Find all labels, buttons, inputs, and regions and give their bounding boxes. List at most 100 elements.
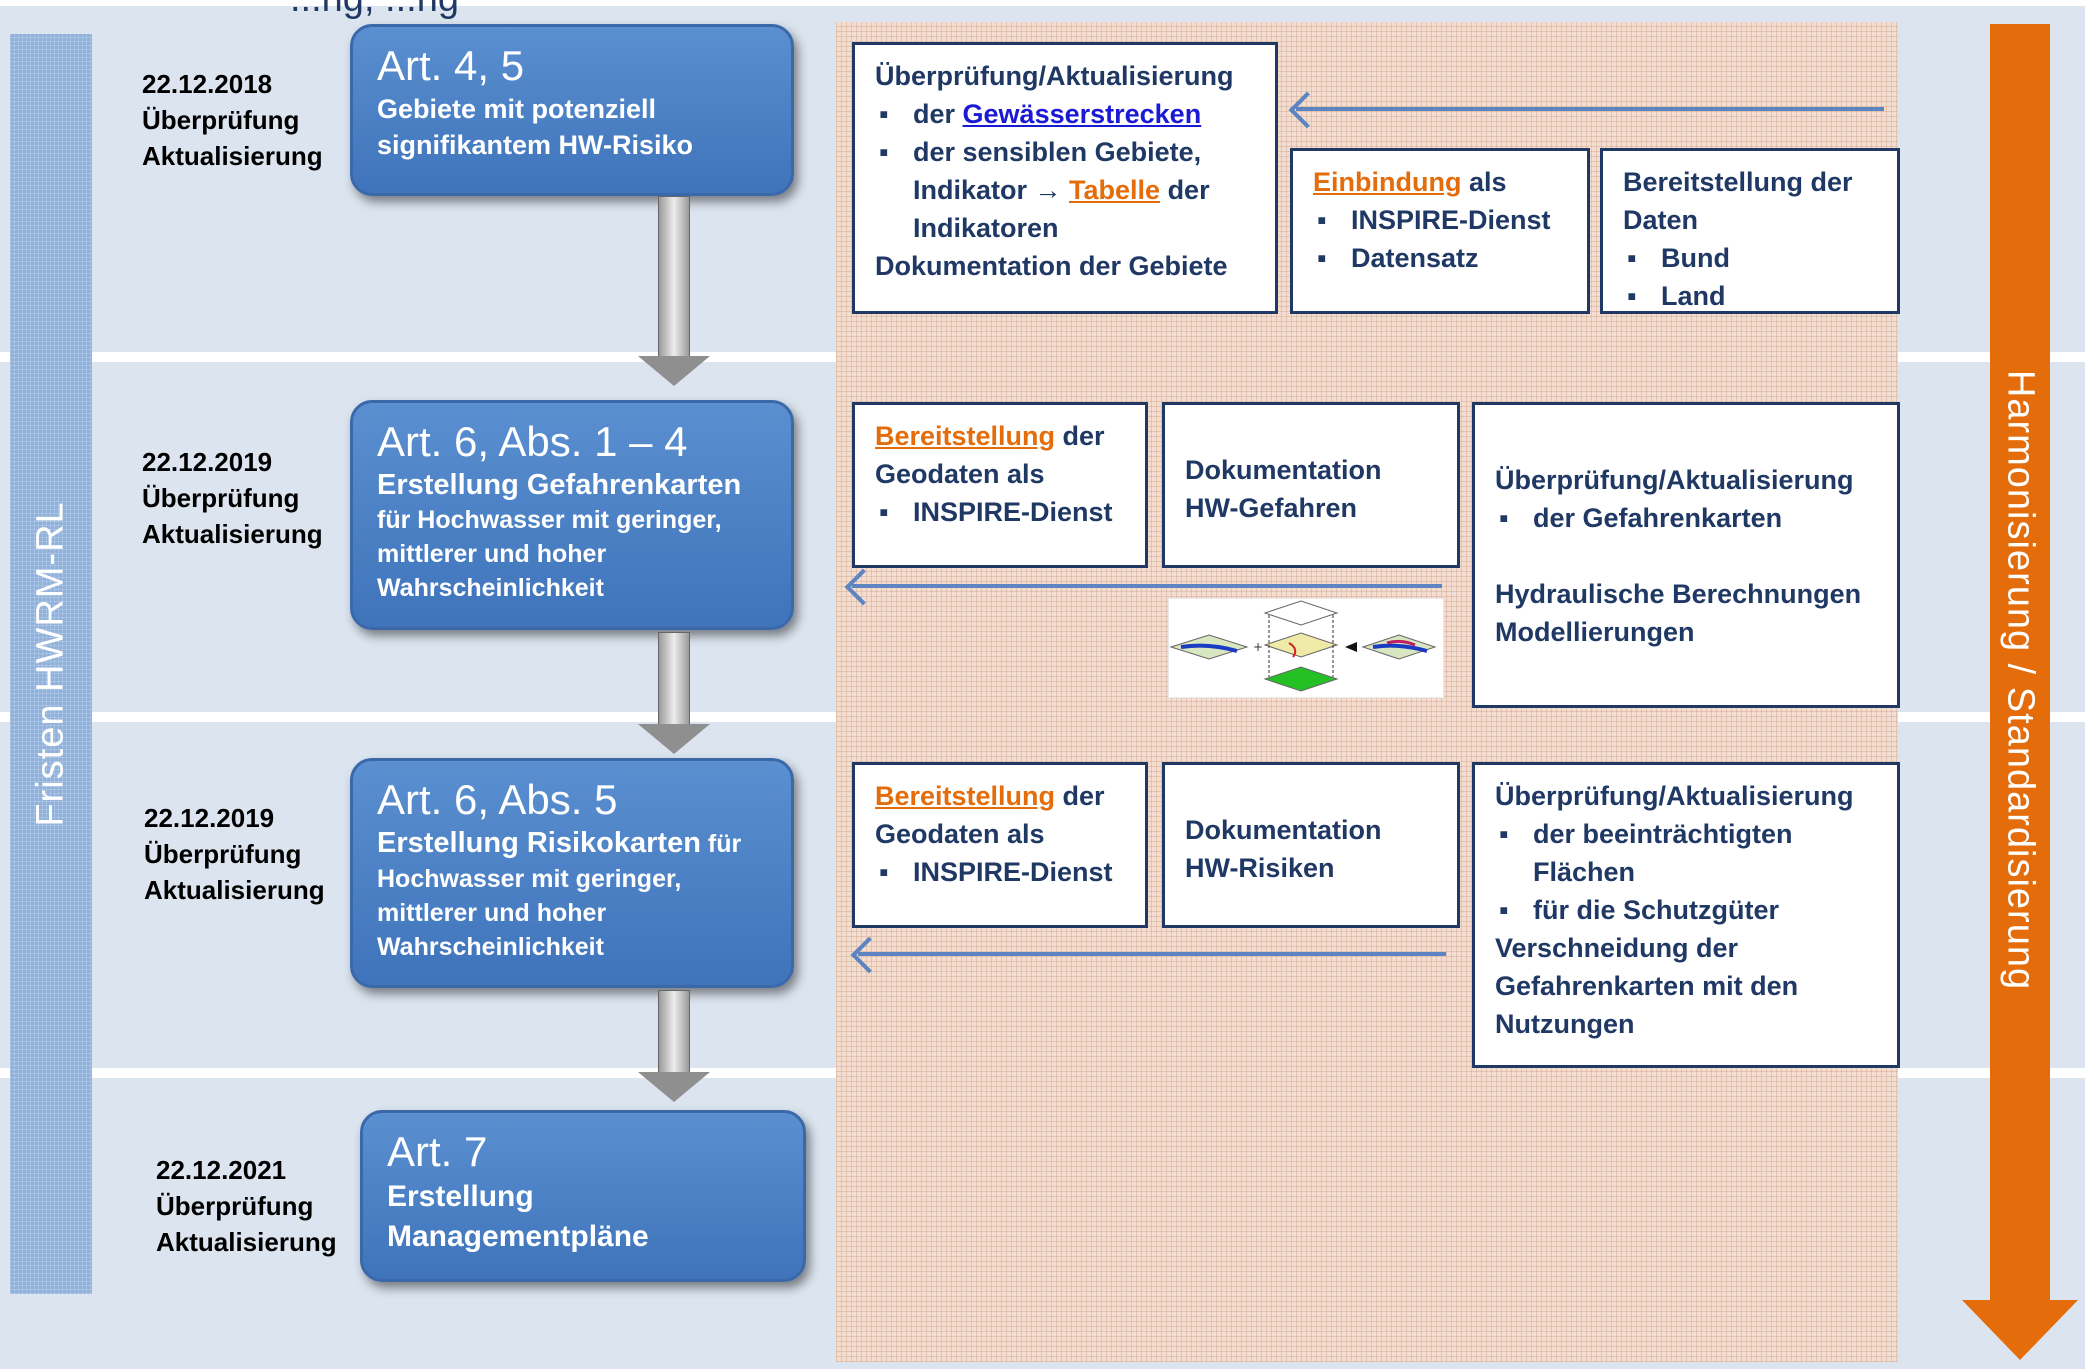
date-row-4: 22.12.2021 Überprüfung Aktualisierung xyxy=(156,1152,337,1260)
date-line-1: Überprüfung xyxy=(142,483,300,513)
harmonisierung-arrow xyxy=(1990,24,2050,1304)
fristen-label: Fristen HWRM-RL xyxy=(29,501,72,827)
box-line-1: Dokumentation xyxy=(1185,455,1382,485)
box-text: der xyxy=(1055,781,1105,811)
bereitstellung-link[interactable]: Bereitstellung xyxy=(875,781,1056,811)
bullet-text-2: Indikator → xyxy=(913,175,1070,205)
bullet-text: der beeinträchtigten xyxy=(1533,819,1793,849)
bullet-inspire: INSPIRE-Dienst xyxy=(1313,201,1567,239)
date-line-1: Überprüfung xyxy=(144,839,302,869)
box-line-4: Modellierungen xyxy=(1495,617,1695,647)
left-arrow-row-3 xyxy=(850,936,1446,974)
date-row-1: 22.12.2018 Überprüfung Aktualisierung xyxy=(142,66,323,174)
box-line-6: Nutzungen xyxy=(1495,1009,1635,1039)
bullet-flaechen: der beeinträchtigten Flächen xyxy=(1495,815,1877,891)
box-line-4: Verschneidung der xyxy=(1495,933,1739,963)
box-r1-pruefung: Überprüfung/Aktualisierung der Gewässers… xyxy=(852,42,1278,314)
bullet-text-3: der xyxy=(1160,175,1210,205)
date-line-2: Aktualisierung xyxy=(142,519,323,549)
bullet-text-4: Indikatoren xyxy=(913,213,1059,243)
bullet-text: der sensiblen Gebiete, xyxy=(913,137,1202,167)
box-line-1: Dokumentation xyxy=(1185,815,1382,845)
bereitstellung-link[interactable]: Bereitstellung xyxy=(875,421,1056,451)
bullet-inspire: INSPIRE-Dienst xyxy=(875,853,1125,891)
box-text: der xyxy=(1055,421,1105,451)
box-line-2: Geodaten als xyxy=(875,459,1045,489)
box-r1-bereitstellung: Bereitstellung der Daten Bund Land xyxy=(1600,148,1900,315)
date-line-2: Aktualisierung xyxy=(142,141,323,171)
box-r2-bereitstellung: Bereitstellung der Geodaten als INSPIRE-… xyxy=(852,402,1148,568)
box-line-5: Gefahrenkarten mit den xyxy=(1495,971,1799,1001)
art-desc-1: Erstellung xyxy=(387,1180,534,1213)
art-heading: Art. 7 xyxy=(387,1128,488,1175)
art-box-row-2: Art. 6, Abs. 1 – 4 Erstellung Gefahrenka… xyxy=(350,400,794,630)
date-value: 22.12.2019 xyxy=(144,803,275,833)
art-desc-small: für xyxy=(700,830,742,858)
art-box-row-1: Art. 4, 5 Gebiete mit potenziell signifi… xyxy=(350,24,794,196)
art-desc-bold: Erstellung Gefahrenkarten xyxy=(377,469,742,501)
art-desc-2: Managementpläne xyxy=(387,1220,649,1253)
box-r1-einbindung: Einbindung als INSPIRE-Dienst Datensatz xyxy=(1290,148,1590,314)
box-r2-pruefung: Überprüfung/Aktualisierung der Gefahrenk… xyxy=(1472,402,1900,708)
art-desc-2: für Hochwasser mit geringer, xyxy=(377,506,722,534)
bullet-gewaesser: der Gewässerstrecken xyxy=(875,95,1255,133)
art-heading: Art. 6, Abs. 5 xyxy=(377,776,618,823)
box-r2-dokumentation: Dokumentation HW-Gefahren xyxy=(1162,402,1460,568)
art-heading: Art. 6, Abs. 1 – 4 xyxy=(377,418,688,465)
box-r3-dokumentation: Dokumentation HW-Risiken xyxy=(1162,762,1460,928)
art-box-row-4: Art. 7 Erstellung Managementpläne xyxy=(360,1110,806,1282)
harmonisierung-label: Harmonisierung / Standardisierung xyxy=(1999,369,2042,991)
fristen-strip xyxy=(10,34,92,1294)
bullet-gefahrenkarten: der Gefahrenkarten xyxy=(1495,499,1877,537)
date-value: 22.12.2018 xyxy=(142,69,273,99)
date-line-1: Überprüfung xyxy=(156,1191,314,1221)
svg-text:+: + xyxy=(1253,640,1263,654)
bullet-text: der xyxy=(913,99,963,129)
bullet-datensatz: Datensatz xyxy=(1313,239,1567,277)
art-desc-4: Wahrscheinlichkeit xyxy=(377,574,604,602)
left-arrow-row-2 xyxy=(844,568,1442,606)
date-value: 22.12.2021 xyxy=(156,1155,287,1185)
box-line-2: Daten xyxy=(1623,205,1699,235)
harmonisierung-arrow-head xyxy=(1962,1300,2078,1360)
box-r3-pruefung: Überprüfung/Aktualisierung der beeinträc… xyxy=(1472,762,1900,1068)
left-arrow-row-1 xyxy=(1288,91,1884,129)
art-desc-bold: Erstellung Risikokarten xyxy=(377,827,701,859)
box-line-2: HW-Risiken xyxy=(1185,853,1335,883)
art-desc-2: signifikantem HW-Risiko xyxy=(377,130,693,160)
box-line-1: Bereitstellung der xyxy=(1623,167,1853,197)
date-line-2: Aktualisierung xyxy=(144,875,325,905)
bullet-schutzgueter: für die Schutzgüter xyxy=(1495,891,1877,929)
art-desc-2: Hochwasser mit geringer, xyxy=(377,865,682,893)
art-desc-4: Wahrscheinlichkeit xyxy=(377,933,604,961)
box-title: Überprüfung/Aktualisierung xyxy=(1495,465,1854,495)
map-overlay-diagram: + xyxy=(1168,598,1444,698)
date-line-2: Aktualisierung xyxy=(156,1227,337,1257)
bullet-inspire: INSPIRE-Dienst xyxy=(875,493,1125,531)
box-line-3: Hydraulische Berechnungen xyxy=(1495,579,1862,609)
date-value: 22.12.2019 xyxy=(142,447,273,477)
box-text: als xyxy=(1461,167,1507,197)
date-line-1: Überprüfung xyxy=(142,105,300,135)
date-row-3: 22.12.2019 Überprüfung Aktualisierung xyxy=(144,800,325,908)
art-box-row-3: Art. 6, Abs. 5 Erstellung Risikokarten f… xyxy=(350,758,794,988)
bullet-land: Land xyxy=(1623,277,1877,315)
box-title: Überprüfung/Aktualisierung xyxy=(875,61,1234,91)
tabelle-link[interactable]: Tabelle xyxy=(1069,175,1161,205)
box-title: Überprüfung/Aktualisierung xyxy=(1495,781,1854,811)
art-heading: Art. 4, 5 xyxy=(377,42,525,89)
einbindung-link[interactable]: Einbindung xyxy=(1313,167,1462,197)
box-line-2: Geodaten als xyxy=(875,819,1045,849)
bullet-text-2: Flächen xyxy=(1533,857,1636,887)
box-footer: Dokumentation der Gebiete xyxy=(875,251,1228,281)
box-r3-bereitstellung: Bereitstellung der Geodaten als INSPIRE-… xyxy=(852,762,1148,928)
art-desc-3: mittlerer und hoher xyxy=(377,540,607,568)
bullet-bund: Bund xyxy=(1623,239,1877,277)
art-desc-3: mittlerer und hoher xyxy=(377,899,607,927)
box-line-2: HW-Gefahren xyxy=(1185,493,1357,523)
bullet-sensible: der sensiblen Gebiete, Indikator → Tabel… xyxy=(875,133,1255,247)
gewaesserstrecken-link[interactable]: Gewässerstrecken xyxy=(962,99,1202,129)
art-desc-1: Gebiete mit potenziell xyxy=(377,94,657,124)
map-overlay-svg: + xyxy=(1169,600,1437,692)
title-fragment: ...ng, ...ng xyxy=(290,0,459,21)
